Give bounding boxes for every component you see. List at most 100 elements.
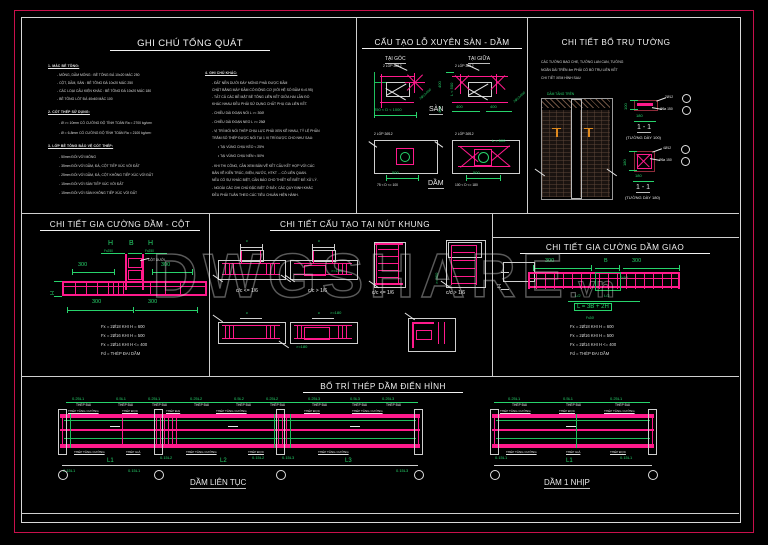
cont-seg-dim: 0.5L3 xyxy=(350,396,361,401)
beam-left-note: 75 < D <= 100 xyxy=(377,183,398,187)
single-top-label: THÉP TĂNG CƯỜNG xyxy=(500,409,531,413)
cont-end-dim: 0.15L1 xyxy=(63,468,76,473)
cont-span-name: L2 xyxy=(220,458,227,464)
beam-cross-legend: Fd = THÉP ĐAI DẦM xyxy=(570,351,610,356)
wall-180-call-2: Ø6a 150 xyxy=(659,158,672,162)
wall-100-section-name: 1 - 1 xyxy=(637,124,652,133)
beam-right-width-dim: 500 xyxy=(473,170,480,175)
wall-180-height-dim: 180 xyxy=(622,159,627,166)
beam-column-legend: Fd = THÉP ĐAI DẦM xyxy=(101,351,141,356)
cont-span-name: L1 xyxy=(107,458,114,464)
divider-horizontal-2 xyxy=(21,376,739,377)
slab-corner-width-dim: 250 < D < 1000 xyxy=(374,107,402,112)
wall-100-caption: (TƯỜNG DÀY 100) xyxy=(626,135,662,140)
cont-seg-dim: 0.25L2 xyxy=(266,396,279,401)
cont-seg-sub: THÉP ĐAI xyxy=(352,403,368,407)
cont-end-dim: 0.15L2 xyxy=(252,455,265,460)
single-end-dim: 0.15L1 xyxy=(495,455,508,460)
beam-right-depth-dim: L < 500 xyxy=(492,138,506,143)
notes-line: - ĐẤT NỀN DƯỚI ĐÁY MÓNG PHẢI ĐƯỢC ĐẦM xyxy=(212,81,288,85)
notes-line: - NGOÀI CÁC GHI CHÚ ĐẶC BIỆT Ở ĐÂY, CÁC … xyxy=(212,186,314,190)
slab-middle-vert-upper: 400 xyxy=(437,81,442,88)
single-beam-caption: DẦM 1 NHỊP xyxy=(544,478,590,489)
beam-cross-dim-left: 300 xyxy=(545,258,555,264)
single-bottom-label: THÉP TĂNG CƯỜNG xyxy=(506,450,537,454)
cont-end-dim: 0.15L2 xyxy=(160,455,173,460)
cont-top-label: THÉP ĐỌC xyxy=(304,409,320,413)
wall-pier-note: NGĂN DÀI TRÊN 4m PHẢI CÓ BỔ TRỤ LIÊN KẾT xyxy=(541,68,618,72)
wall-180-width-dim: 180 xyxy=(635,173,642,178)
slab-middle-left-dim: 400 xyxy=(456,104,463,109)
wall-100-width-dim: 180 xyxy=(636,113,643,118)
cont-seg-dim: 0.5L1 xyxy=(116,396,127,401)
beam-rebar-title: BỐ TRÍ THÉP DẦM ĐIỂN HÌNH xyxy=(303,382,463,393)
wall-pier-note: CHI TIẾT XEM HÌNH SAU: xyxy=(541,76,582,80)
beam-cross-formula: L = 3B + 2H xyxy=(574,303,612,311)
divider-vertical-1 xyxy=(356,17,357,213)
divider-horizontal-1 xyxy=(21,213,739,214)
notes-line: - CHIỀU DÀI ĐOẠN NỐI L >= 30Ø xyxy=(212,111,264,115)
beam-cross-dim-mid: B xyxy=(604,258,608,264)
notes-line: - MÓNG, DẦM MÓNG : BÊ TÔNG ĐÁ 10x20 MÁC … xyxy=(57,73,140,77)
divider-vertical-4 xyxy=(492,213,493,376)
slab-middle-layer-note: 2 LỚP 2Ø12 xyxy=(455,64,474,68)
cont-seg-sub: THÉP ĐAI xyxy=(312,403,328,407)
notes-line: NẾU CÓ SỰ KHÁC BIỆT, CẦN BÁO CHO THIẾT K… xyxy=(212,178,318,182)
slab-middle-right-dim: 400 xyxy=(490,104,497,109)
cont-seg-sub: THÉP ĐAI xyxy=(76,403,92,407)
beam-column-mark-h-left: H xyxy=(108,240,114,247)
cont-seg-sub: THÉP ĐAI xyxy=(236,403,252,407)
beam-cross-legend: Fx = 2Ø16 KHI H = 500 xyxy=(570,333,614,338)
cont-bottom-label: THÉP ĐỌC xyxy=(248,450,264,454)
cont-seg-sub: THÉP ĐAI xyxy=(386,403,402,407)
notes-line: - BÊ TÔNG LÓT ĐÁ 40x60 MÁC 100 xyxy=(57,97,113,101)
beam-cross-legend: Fx = 2Ø18 KHI H = 600 xyxy=(570,324,614,329)
notes-line: CHẶT BẰNG MÁY ĐẦM CÓ ĐỘNG CƠ (VỚI HỆ SỐ … xyxy=(212,88,313,92)
slab-opening-title: CẤU TẠO LỖ XUYÊN SÀN - DẦM xyxy=(362,38,522,49)
notes-line: KHÁC NHAU ĐỀU PHẢI SỬ DỤNG CHẤT PHỤ GIA … xyxy=(212,102,308,106)
notes-heading-3: 3. LỚP BÊ TÔNG BẢO VỆ CỐT THÉP: xyxy=(48,144,114,148)
frame-node-dim-c: c xyxy=(246,238,248,243)
notes-line: TRĂM SỐ THÉP ĐƯỢC NỐI TẠI 1 VỊ TRÍ ĐƯỢC … xyxy=(212,136,314,140)
beam-left-width-dim: 500 xyxy=(392,170,399,175)
cont-seg-dim: 0.25L3 xyxy=(308,396,321,401)
beam-column-sub-left: Fx250 xyxy=(104,249,113,253)
notes-line: • TẠI VÙNG CHỊU NÉN < 50% xyxy=(218,154,265,158)
single-top-label: THÉP TĂNG CƯỜNG xyxy=(604,409,635,413)
frame-node-note-6: >=180 xyxy=(330,310,342,315)
slab-middle-span: L < 500 xyxy=(449,82,454,96)
beam-right-note: 100 < D <= 180 xyxy=(455,183,478,187)
notes-line: - 15mm ĐỐI VỚI SÀN TIẾP XÚC VỚI ĐẤT xyxy=(59,182,124,186)
cont-top-label: THÉP ĐAI xyxy=(166,409,181,413)
cont-seg-sub: THÉP ĐAI xyxy=(152,403,168,407)
single-bottom-label: THÉP ĐỌC xyxy=(610,450,626,454)
divider-vertical-2 xyxy=(527,17,528,213)
notes-line: - CÁC LOẠI CẤU KIỆN KHÁC : BÊ TÔNG ĐÁ 10… xyxy=(57,89,152,93)
beam-column-mark-h-right: H xyxy=(148,240,154,247)
slab-corner-layer-note: 2 LỚP 2Ø12 xyxy=(383,64,402,68)
single-span-name: L1 xyxy=(566,458,573,464)
frame-node-note-4: >=350 xyxy=(434,272,439,284)
cont-top-label: THÉP TĂNG CƯỜNG xyxy=(216,409,247,413)
single-seg-sub: THÉP ĐAI xyxy=(615,403,631,407)
beam-column-dim-height: H xyxy=(50,291,56,295)
beam-cross-title: CHI TIẾT GIA CƯỜNG DẦM GIAO xyxy=(520,243,710,254)
sheet-inner-border xyxy=(21,17,741,523)
general-notes-title: GHI CHÚ TỔNG QUÁT xyxy=(110,38,270,51)
notes-line: - CHIỀU DÀI ĐOẠN NEO L >= 25Ø xyxy=(212,120,266,124)
cont-bottom-label: THÉP TĂNG CƯỜNG xyxy=(74,450,105,454)
frame-node-title: CHI TIẾT CẤU TẠO TẠI NÚT KHUNG xyxy=(270,220,440,231)
slab-opening-sub-corner: TẠI GÓC xyxy=(385,56,406,64)
notes-line: - 25mm ĐỐI VỚI DẦM, ĐÀ, CỘT KHÔNG TIẾP X… xyxy=(59,173,154,177)
cont-seg-sub: THÉP ĐAI xyxy=(270,403,286,407)
wall-100-call-2: Ø6a 150 xyxy=(660,107,673,111)
beam-column-legend: Fx = 2Ø14 KHI H <= 400 xyxy=(101,342,148,347)
frame-node-ratio-1: c/c <= 1/6 xyxy=(236,288,258,294)
divider-horizontal-4 xyxy=(21,513,739,514)
cont-bottom-label: THÉP TĂNG CƯỜNG xyxy=(186,450,217,454)
beam-column-dim-left: 300 xyxy=(78,262,88,268)
beam-cross-dim-right: 300 xyxy=(632,258,642,264)
slab-opening-sub-middle: TẠI GIỮA xyxy=(468,56,491,64)
frame-node-dim-c: c xyxy=(318,238,320,243)
notes-line: - 35mm ĐỐI VỚI DẦM, ĐÀ, CỘT TIẾP XÚC VỚI… xyxy=(59,164,140,168)
